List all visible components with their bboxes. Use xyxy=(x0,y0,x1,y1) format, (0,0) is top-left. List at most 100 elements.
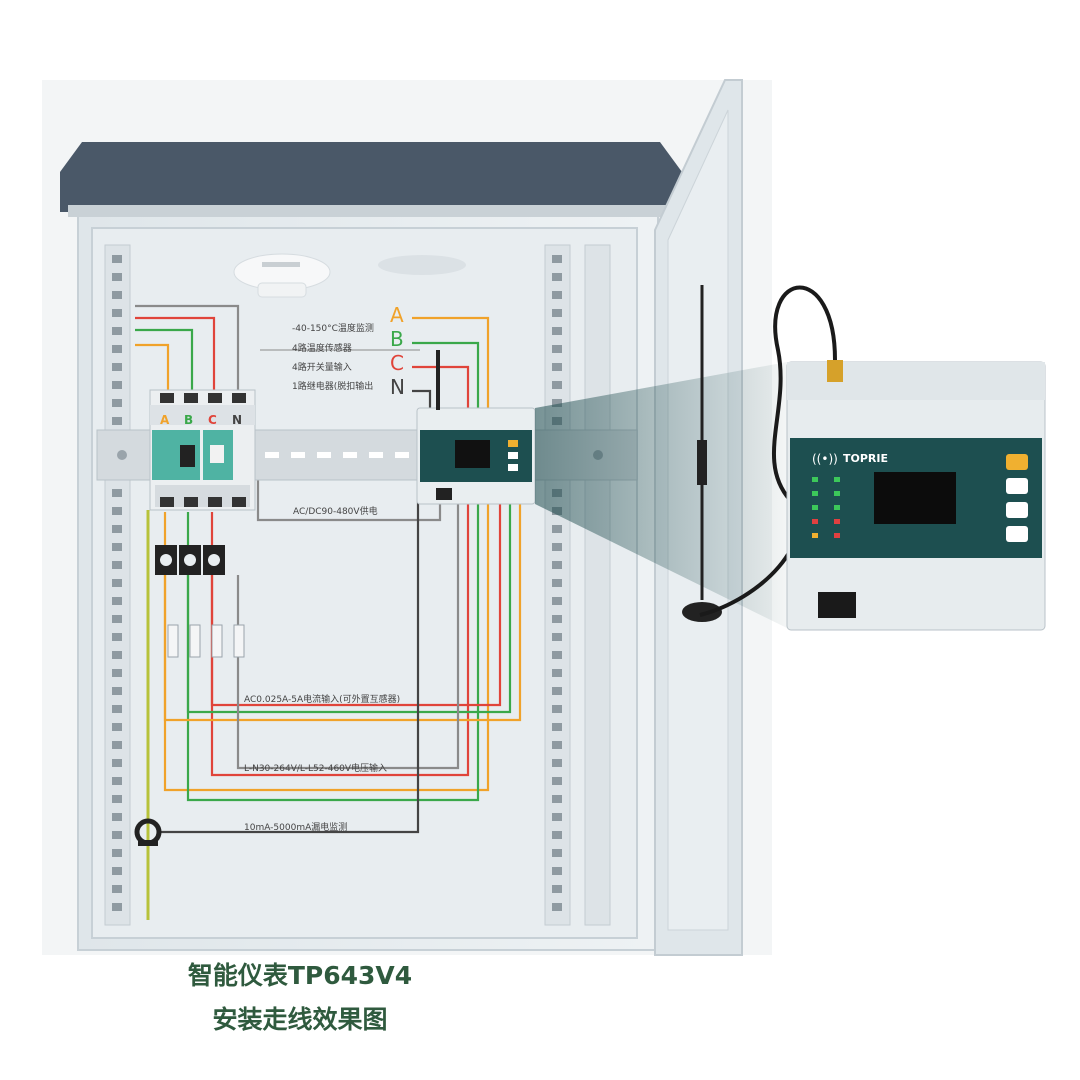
rail-hole xyxy=(552,327,562,335)
rail-hole xyxy=(112,723,122,731)
rail-hole xyxy=(112,777,122,785)
cabinet-top-edge xyxy=(68,205,668,217)
rail-hole xyxy=(112,867,122,875)
rail-hole xyxy=(112,579,122,587)
rail-hole xyxy=(552,381,562,389)
rail-hole xyxy=(112,687,122,695)
breaker-terminal xyxy=(160,497,174,507)
rail-hole xyxy=(112,255,122,263)
enter-button[interactable] xyxy=(1006,526,1028,542)
antenna-cable xyxy=(699,285,837,617)
rail-hole xyxy=(112,741,122,749)
rail-hole xyxy=(552,831,562,839)
rail-hole xyxy=(552,903,562,911)
phase-label-c: C xyxy=(390,351,404,375)
rail-hole xyxy=(112,885,122,893)
breaker-terminal xyxy=(208,497,222,507)
label-switch-input: 4路开关量输入 xyxy=(292,361,352,373)
rail-hole xyxy=(552,363,562,371)
rail-hole xyxy=(552,579,562,587)
rail-hole xyxy=(112,399,122,407)
rail-hole xyxy=(112,345,122,353)
rail-hole xyxy=(112,507,122,515)
breaker-terminal xyxy=(184,497,198,507)
device-leds xyxy=(812,477,840,538)
status-led xyxy=(834,519,840,524)
caption-line1: 智能仪表TP643V4 xyxy=(187,961,413,990)
label-leakage: 10mA-5000mA漏电监测 xyxy=(244,821,347,833)
rail-hole xyxy=(112,561,122,569)
label-temp-sensor: 4路温度传感器 xyxy=(292,342,352,354)
rail-hole xyxy=(552,273,562,281)
phase-label-n: N xyxy=(390,375,405,399)
label-relay-output: 1路继电器(脱扣输出 xyxy=(292,380,373,392)
breaker-label-a: A xyxy=(160,413,170,427)
rail-hole xyxy=(552,849,562,857)
label-power-supply: AC/DC90-480V供电 xyxy=(293,505,378,517)
rail-hole xyxy=(112,327,122,335)
menu-button[interactable] xyxy=(1006,454,1028,470)
status-led xyxy=(834,491,840,496)
device-screen xyxy=(874,472,956,524)
phase-label-a: A xyxy=(390,303,404,327)
down-button[interactable] xyxy=(1006,502,1028,518)
rail-hole xyxy=(552,741,562,749)
label-voltage-input: L-N30-264V/L-L52-460V电压输入 xyxy=(244,762,387,774)
rail-hole xyxy=(552,795,562,803)
antenna-connector xyxy=(827,360,843,382)
up-button[interactable] xyxy=(1006,478,1028,494)
rail-hole xyxy=(552,615,562,623)
ceiling-light xyxy=(378,255,466,275)
rail-hole xyxy=(112,705,122,713)
caption-line2: 安装走线效果图 xyxy=(212,1005,388,1034)
rail-hole xyxy=(552,291,562,299)
rail-hole xyxy=(112,489,122,497)
current-transformers xyxy=(155,545,225,575)
leakage-ct xyxy=(134,818,162,846)
rail-hole xyxy=(112,273,122,281)
rail-hole xyxy=(552,309,562,317)
rail-hole xyxy=(552,255,562,263)
rail-hole xyxy=(112,849,122,857)
rail-hole xyxy=(552,345,562,353)
rail-hole xyxy=(112,309,122,317)
status-led xyxy=(834,533,840,538)
rail-hole xyxy=(112,543,122,551)
smoke-detector xyxy=(233,253,331,298)
wifi-icon: ((•)) xyxy=(812,452,838,466)
rail-hole xyxy=(552,399,562,407)
rail-hole xyxy=(552,543,562,551)
rail-hole xyxy=(112,831,122,839)
status-led xyxy=(812,533,818,538)
rail-hole xyxy=(552,705,562,713)
rail-hole xyxy=(552,867,562,875)
device-zoom: ((•)) TOPRIE xyxy=(786,360,1046,631)
rail-hole xyxy=(112,633,122,641)
rail-hole xyxy=(112,813,122,821)
breaker-terminal xyxy=(160,393,174,403)
rail-hole xyxy=(552,651,562,659)
rail-hole xyxy=(112,615,122,623)
rail-hole xyxy=(552,885,562,893)
rail-hole xyxy=(112,759,122,767)
label-current-input: AC0.025A-5A电流输入(可外置互感器) xyxy=(244,693,400,705)
rail-hole xyxy=(552,723,562,731)
rail-hole xyxy=(552,759,562,767)
rail-hole xyxy=(112,651,122,659)
rail-hole xyxy=(112,903,122,911)
rail-hole xyxy=(552,597,562,605)
breaker-terminal xyxy=(184,393,198,403)
rail-hole xyxy=(552,633,562,641)
status-led xyxy=(812,519,818,524)
rail-hole xyxy=(112,363,122,371)
rail-hole xyxy=(112,381,122,389)
cabinet-top xyxy=(60,142,682,212)
rail-hole xyxy=(112,795,122,803)
rail-screw-left xyxy=(117,450,127,460)
rail-hole xyxy=(552,777,562,785)
fuses xyxy=(167,624,245,658)
rail-hole xyxy=(112,291,122,299)
rail-hole xyxy=(552,687,562,695)
rail-hole xyxy=(112,525,122,533)
phase-label-b: B xyxy=(390,327,404,351)
